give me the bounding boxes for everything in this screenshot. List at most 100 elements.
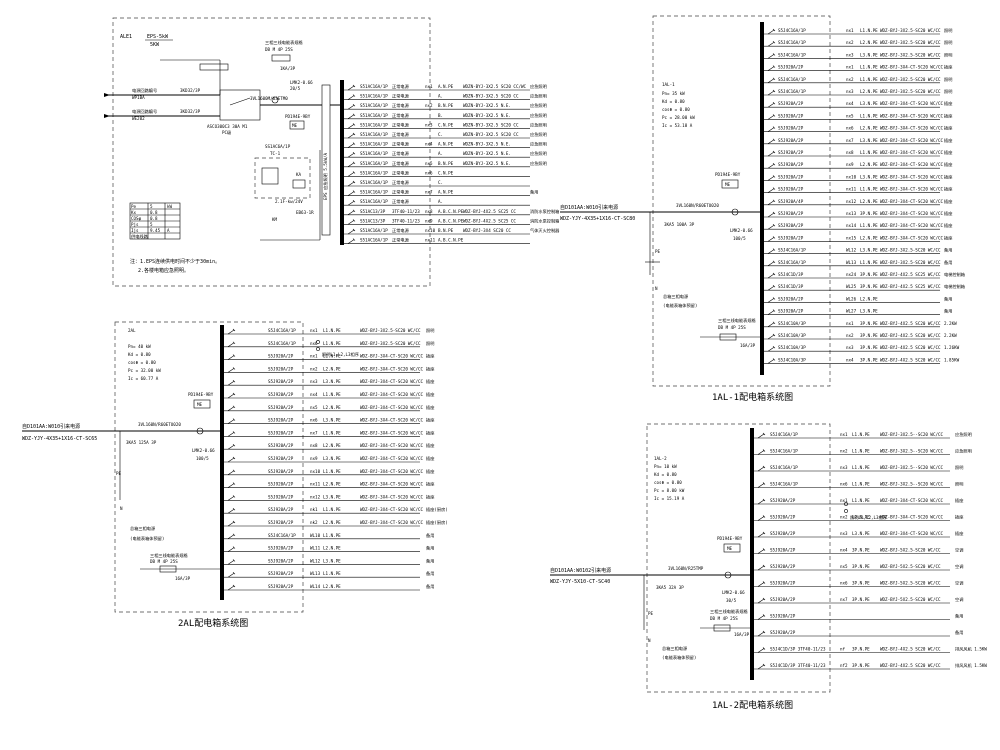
ats-label: ASCO300C3 30A M1	[207, 124, 248, 129]
circuit-id: nx13	[846, 211, 857, 216]
svg-text:PE: PE	[655, 249, 661, 254]
cable-spec: WDZ-BYJ-3X4-CT-SC20 WC/CC	[360, 443, 424, 448]
cable-spec: WDZ-BYJ-4X2.5 SC20 WC/CC	[880, 345, 941, 350]
load-use: 应急照明	[530, 131, 547, 138]
svg-text:16A/3P: 16A/3P	[175, 576, 191, 581]
ats-sub: PC级	[222, 129, 232, 136]
circuit-id: nx5	[425, 161, 433, 166]
circuit-id: nx6	[846, 126, 854, 131]
svg-text:Pc = 32.00 kW: Pc = 32.00 kW	[128, 368, 161, 373]
svg-text:(电能表箱体预留): (电能表箱体预留)	[662, 654, 696, 661]
phase-label: L2.N.PE	[323, 546, 341, 551]
svg-text:PD194E-9BY: PD194E-9BY	[188, 392, 214, 397]
phase-label: 正常电源	[392, 121, 410, 128]
breaker-label: S5J920A/2P	[268, 558, 294, 563]
load-use: 备用	[955, 613, 963, 620]
pole-label: C.	[438, 132, 443, 137]
cable-spec: WDZ-BYJ-5X2.5-SC20 WC/CC	[880, 597, 941, 602]
breaker-label: S5J920A/2P	[778, 235, 804, 240]
load-use: 插座	[944, 64, 952, 71]
breaker-label: S5J920A/2P	[778, 174, 804, 179]
breaker-label: S51AC16A/1P	[360, 199, 388, 204]
circuit-id: nx2	[425, 103, 433, 108]
load-use: 备用	[944, 308, 952, 315]
svg-text:3KA5 125A 3P: 3KA5 125A 3P	[126, 440, 157, 445]
phase-label: L2.N.PE	[323, 520, 341, 525]
circuit-id: nx9	[310, 456, 318, 461]
pole-label: B.N.PE	[438, 228, 454, 233]
phase-label: L1.N.PE	[852, 482, 870, 487]
breaker-label: S5J920A/2P	[778, 65, 804, 70]
rb-note: 三相三线电能表规格	[265, 39, 304, 46]
cable-spec: WDZ-BYJ-3X2.5-SC20 WC/CC	[880, 260, 941, 265]
phase-label: L1.N.PE	[860, 77, 878, 82]
cable-spec: WDZ-BYJ-3X2.5-SC20 WC/CC	[880, 89, 941, 94]
panel-1al-2: 1AL-2 Pn= 10 kW Kd = 0.80 cosΦ = 0.80 Pc…	[550, 423, 987, 711]
pole-label: B.N.PE	[438, 103, 454, 108]
circuit-id: nx6	[840, 482, 848, 487]
load-use: 插座	[426, 468, 434, 475]
circuit-id: nx5	[840, 564, 848, 569]
phase-label: 3TF40-11/23	[392, 209, 420, 214]
panel-ale1-boundary	[112, 17, 431, 287]
load-use: 应急照明	[530, 141, 547, 148]
cable-spec: WDZ-BYJ-3X4-CT-SC20 WC/CC	[360, 405, 424, 410]
phase-label: 正常电源	[392, 112, 410, 119]
cable-spec: WDZ-BYJ-3X4-CT-SC20 WC/CC	[880, 150, 944, 155]
meter-tag: ME	[292, 123, 298, 128]
circuit-id: nx4	[846, 357, 854, 362]
breaker-label: S5J920A/2P	[778, 309, 804, 314]
cable-spec: WDZ-BYJ-3X4-CT-SC20 WC/CC	[880, 126, 944, 131]
cable-spec: WDZ-BYJ-3X4-CT-SC20 WC/CC	[880, 101, 944, 106]
phase-label: 3P.N.PE	[860, 284, 878, 289]
breaker-label: S5J4C16A/1P	[778, 89, 806, 94]
cable-spec: WDZ-BYJ-3X2.5-SC20 WC/CC	[880, 40, 941, 45]
breaker-label: S5J920A/2P	[770, 548, 796, 553]
circuit-id: nx10	[310, 469, 321, 474]
breaker-label: S5J4C16A/1P	[268, 533, 296, 538]
load-use: 照明	[426, 341, 434, 347]
breaker-label: S5J4C16A/1P	[778, 248, 806, 253]
1al2-title: 1AL-2配电箱系统图	[712, 699, 793, 711]
load-use: 2.2KW	[944, 321, 957, 326]
pole-label: A.	[438, 199, 443, 204]
incoming-2-label: 电源回路编号	[132, 108, 157, 115]
bkr-top: SS1AC6A/1P	[265, 144, 291, 149]
pole-label: B.	[438, 113, 443, 118]
ale1-note-2: 2.各楼电箱应急照明。	[138, 267, 189, 274]
breaker-label: S51AC16A/1P	[360, 84, 388, 89]
load-use: 消防水泵控制箱	[530, 217, 559, 224]
circuit-id: nx11	[310, 482, 321, 487]
circuit-id: nx1	[846, 321, 854, 326]
breaker-label: S5J4C16A/1P	[778, 40, 806, 45]
circuit-id: nx3	[846, 52, 854, 57]
svg-text:Ic = 60.77 A: Ic = 60.77 A	[128, 376, 159, 381]
svg-text:(电能表箱体预留): (电能表箱体预留)	[663, 302, 697, 309]
phase-label: L2.N.PE	[860, 89, 878, 94]
phase-label: L1.N.PE	[860, 150, 878, 155]
breaker-label: S5J920A/2P	[770, 564, 796, 569]
svg-text:总箱三相电源: 总箱三相电源	[663, 293, 689, 300]
phase-label: L1.N.PE	[323, 354, 341, 359]
phase-label: L2.N.PE	[860, 296, 878, 301]
breaker-label: S5J920A/4P	[778, 199, 804, 204]
phase-label: 正常电源	[392, 189, 410, 196]
phase-label: L1.N.PE	[323, 328, 341, 333]
cable-spec: WDZ-BYJ-3X2.5--SC20 WC/CC	[880, 482, 944, 487]
load-use: 插座(厨房)	[426, 519, 448, 526]
load-use: 1.85KW	[944, 357, 960, 362]
